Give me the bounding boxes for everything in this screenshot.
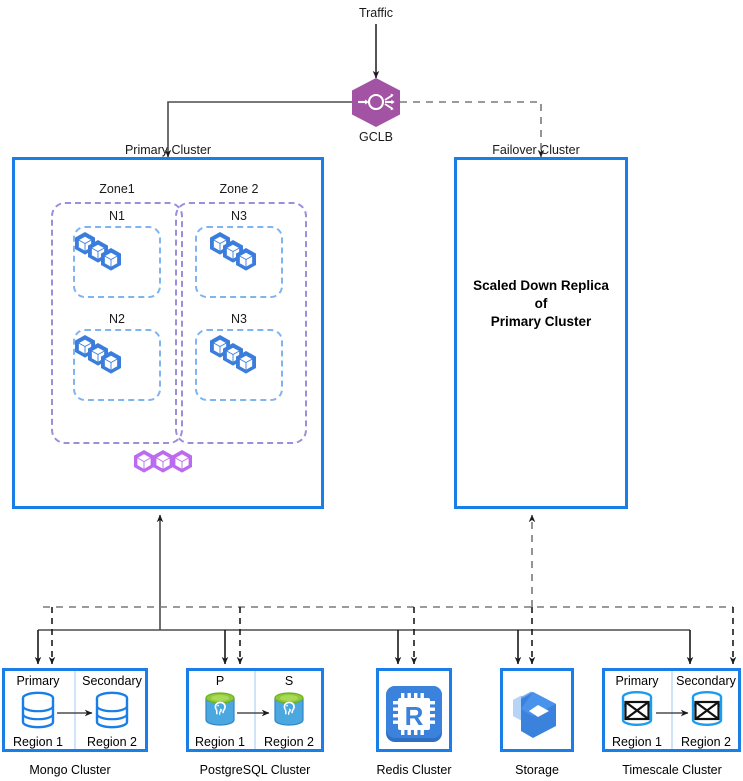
datastore-title-mongo: Mongo Cluster: [29, 763, 111, 777]
zone-label-2: Zone 2: [219, 182, 259, 196]
postgresql-left-role: P: [215, 674, 225, 688]
gclb-label: GCLB: [358, 130, 394, 144]
mongo-right-region: Region 2: [86, 735, 138, 749]
mongo-left-region: Region 1: [12, 735, 64, 749]
failover-body-line-1: Scaled Down Replica: [473, 278, 609, 293]
datastore-divider-timescale: [671, 671, 673, 749]
datastore-title-timescale: Timescale Cluster: [622, 763, 722, 777]
node-box-n3-a[interactable]: [195, 226, 283, 298]
timescale-right-role: Secondary: [676, 674, 736, 688]
timescale-db-icon-primary: [621, 691, 653, 726]
node-label-n3-a: N3: [231, 209, 247, 223]
pods-icon-n1: [74, 231, 122, 272]
mongo-left-role: Primary: [16, 674, 60, 688]
datastore-divider-postgresql: [254, 671, 256, 749]
node-box-n2[interactable]: [73, 329, 161, 401]
zone-box-2[interactable]: [175, 202, 307, 444]
datastore-title-redis: Redis Cluster: [376, 763, 452, 777]
postgresql-left-region: Region 1: [194, 735, 246, 749]
datastore-title-postgresql: PostgreSQL Cluster: [199, 763, 311, 777]
pods-icon-n3-a: [209, 231, 257, 272]
cloud-storage-bucket-icon: [513, 691, 556, 738]
node-box-n1[interactable]: [73, 226, 161, 298]
postgresql-right-role: S: [284, 674, 294, 688]
load-balancer-icon: [352, 78, 400, 127]
primary-cluster-box[interactable]: Zone1 N1 N2 Zone 2 N3 N3: [12, 157, 324, 509]
failover-cluster-box[interactable]: Scaled Down Replica of Primary Cluster: [454, 157, 628, 509]
failover-body-line-3: Primary Cluster: [490, 314, 592, 329]
mongo-db-icon-primary: [21, 691, 55, 729]
timescale-db-icon-secondary: [691, 691, 723, 726]
redis-chip-icon: R: [386, 686, 442, 742]
postgresql-elephant-icon-secondary: [274, 692, 304, 726]
timescale-left-role: Primary: [615, 674, 659, 688]
timescale-left-region: Region 1: [611, 735, 663, 749]
postgresql-elephant-icon-primary: [205, 692, 235, 726]
datastore-divider-mongo: [74, 671, 76, 749]
mongo-right-role: Secondary: [82, 674, 142, 688]
datastore-title-storage: Storage: [515, 763, 559, 777]
zone-label-1: Zone1: [99, 182, 135, 196]
mongo-db-icon-secondary: [95, 691, 129, 729]
service-hexagons-icon: [133, 449, 193, 474]
connector-gclb-to-primary: [164, 101, 352, 158]
svg-text:R: R: [405, 701, 424, 731]
pods-icon-n2: [74, 334, 122, 375]
failover-cluster-label: Failover Cluster: [492, 143, 580, 157]
connector-gclb-to-failover: [400, 101, 545, 158]
failover-body-line-2: of: [534, 296, 548, 311]
node-label-n1: N1: [109, 209, 125, 223]
node-label-n3-b: N3: [231, 312, 247, 326]
timescale-right-region: Region 2: [680, 735, 732, 749]
node-box-n3-b[interactable]: [195, 329, 283, 401]
node-label-n2: N2: [109, 312, 125, 326]
postgresql-right-region: Region 2: [263, 735, 315, 749]
traffic-label: Traffic: [358, 6, 394, 20]
zone-box-1[interactable]: [51, 202, 183, 444]
pods-icon-n3-b: [209, 334, 257, 375]
